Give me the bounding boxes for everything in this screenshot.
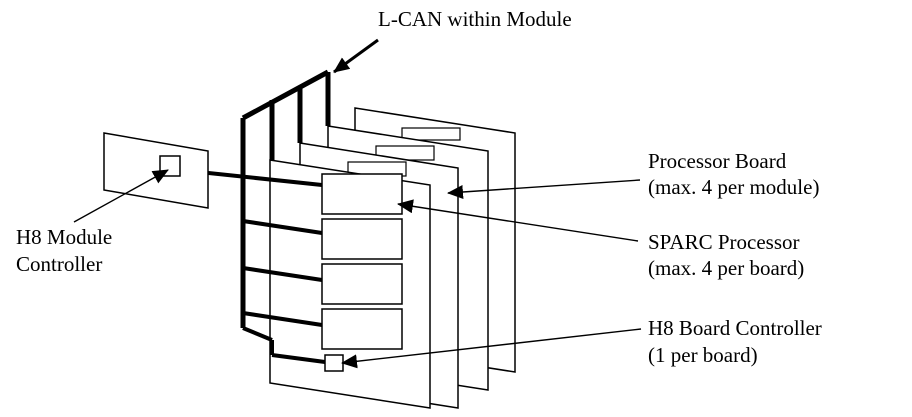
- arrows: [73, 38, 642, 369]
- h8-module-controller-label-line2: Controller: [16, 252, 102, 276]
- sparc-processor-2: [321, 218, 403, 260]
- labels: L-CAN within Module Processor Board (max…: [16, 7, 822, 367]
- h8-board-controller-arrow: [341, 328, 642, 369]
- h8-board-controller-label-line2: (1 per board): [648, 343, 758, 367]
- h8-board-controller-label-line1: H8 Board Controller: [648, 316, 822, 340]
- processor-board-label-line1: Processor Board: [648, 149, 787, 173]
- sparc-processor-4: [321, 308, 403, 350]
- sparc-processor-1: [321, 173, 403, 215]
- sparc-processor-label-line1: SPARC Processor: [648, 230, 800, 254]
- sparc-processor-label-line2: (max. 4 per board): [648, 256, 804, 280]
- processor-board-arrow: [447, 179, 641, 199]
- board-4-chip: [401, 127, 461, 141]
- processor-board-label-line2: (max. 4 per module): [648, 175, 819, 199]
- sparc-processor-3: [321, 263, 403, 305]
- h8-board-controller-chip: [324, 354, 344, 372]
- h8-module-controller-arrow: [73, 169, 169, 223]
- sparc-processor-arrow: [397, 199, 639, 242]
- h8-module-controller-label-line1: H8 Module: [16, 225, 112, 249]
- lcan-label: L-CAN within Module: [378, 7, 572, 31]
- board-stack: [269, 107, 516, 409]
- lcan-arrow: [333, 38, 379, 74]
